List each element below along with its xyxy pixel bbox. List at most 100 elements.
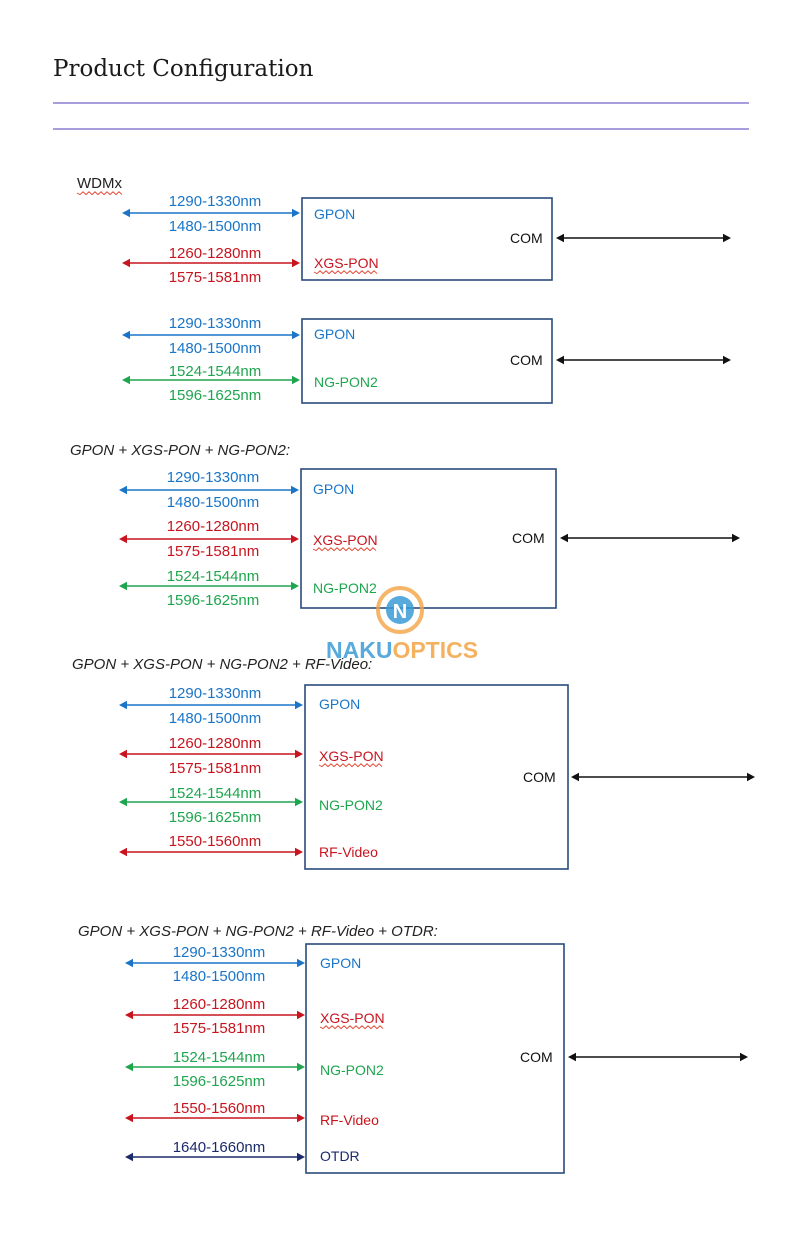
wavelength-label: 1480-1500nm xyxy=(169,340,262,357)
page-title: Product Configuration xyxy=(53,56,314,82)
wavelength-label: 1524-1544nm xyxy=(169,785,262,802)
wavelength-label: 1524-1544nm xyxy=(169,363,262,380)
arrow-head xyxy=(122,375,130,385)
wavelength-label: 1596-1625nm xyxy=(173,1073,266,1090)
arrow-head xyxy=(297,1010,305,1020)
port-arrow-otdr xyxy=(125,1152,305,1162)
port-label-ng-pon2: NG-PON2 xyxy=(314,374,378,390)
wavelength-label: 1575-1581nm xyxy=(169,269,262,286)
arrow-head xyxy=(556,355,564,365)
wavelength-label: 1575-1581nm xyxy=(167,543,260,560)
port-label-xgs-pon: XGS-PON xyxy=(314,255,379,271)
arrow-head xyxy=(125,1010,133,1020)
port-arrow-rf-video xyxy=(125,1113,305,1123)
spellcheck-underline xyxy=(312,547,377,552)
arrow-head xyxy=(560,533,568,543)
arrow-head xyxy=(125,1152,133,1162)
arrow-head xyxy=(556,233,564,243)
arrow-head xyxy=(292,208,300,218)
port-label-gpon: GPON xyxy=(314,206,355,222)
arrow-head xyxy=(119,485,127,495)
port-label-otdr: OTDR xyxy=(320,1148,360,1164)
com-port-label: COM xyxy=(520,1049,553,1065)
wavelength-label: 1480-1500nm xyxy=(173,968,266,985)
wavelength-label: 1596-1625nm xyxy=(169,809,262,826)
arrow-head xyxy=(119,534,127,544)
wavelength-label: 1480-1500nm xyxy=(169,218,262,235)
arrow-head xyxy=(291,485,299,495)
arrow-head xyxy=(119,700,127,710)
arrow-head xyxy=(297,1062,305,1072)
port-label-gpon: GPON xyxy=(313,481,354,497)
port-label-rf-video: RF-Video xyxy=(319,844,378,860)
port-arrow-gpon xyxy=(122,330,300,340)
arrow-head xyxy=(119,749,127,759)
port-arrow-gpon xyxy=(119,700,303,710)
arrow-head xyxy=(291,534,299,544)
arrow-head xyxy=(295,700,303,710)
arrow-head xyxy=(297,1152,305,1162)
port-arrow-ng-pon2 xyxy=(122,375,300,385)
wavelength-label: 1596-1625nm xyxy=(167,592,260,609)
com-arrow xyxy=(556,355,731,365)
arrow-head xyxy=(122,258,130,268)
port-arrow-ng-pon2 xyxy=(119,581,299,591)
wavelength-label: 1260-1280nm xyxy=(169,245,262,262)
section-label: GPON + XGS-PON + NG-PON2 + RF-Video + OT… xyxy=(78,923,438,940)
port-label-ng-pon2: NG-PON2 xyxy=(313,580,377,596)
port-arrow-xgs-pon xyxy=(119,749,303,759)
section-label: WDMx xyxy=(77,175,122,192)
port-label-xgs-pon: XGS-PON xyxy=(313,532,378,548)
header-divider-bottom xyxy=(53,128,749,130)
wavelength-label: 1290-1330nm xyxy=(169,685,262,702)
wavelength-label: 1480-1500nm xyxy=(169,710,262,727)
brand-left: NAKU xyxy=(326,637,392,663)
arrow-head xyxy=(295,797,303,807)
com-port-label: COM xyxy=(510,230,543,246)
com-arrow xyxy=(571,772,755,782)
com-arrow xyxy=(560,533,740,543)
port-label-gpon: GPON xyxy=(319,696,360,712)
arrow-head xyxy=(119,797,127,807)
wavelength-label: 1524-1544nm xyxy=(173,1049,266,1066)
port-arrow-xgs-pon xyxy=(125,1010,305,1020)
arrow-head xyxy=(125,1113,133,1123)
arrow-head xyxy=(740,1052,748,1062)
arrow-head xyxy=(747,772,755,782)
arrow-head xyxy=(125,1062,133,1072)
wavelength-label: 1290-1330nm xyxy=(167,469,260,486)
arrow-head xyxy=(119,847,127,857)
arrow-head xyxy=(571,772,579,782)
logo-ring-icon xyxy=(376,586,424,634)
port-label-ng-pon2: NG-PON2 xyxy=(320,1062,384,1078)
port-label-gpon: GPON xyxy=(320,955,361,971)
brand-right: OPTICS xyxy=(392,637,478,663)
port-arrow-gpon xyxy=(125,958,305,968)
port-arrow-xgs-pon xyxy=(122,258,300,268)
wavelength-label: 1290-1330nm xyxy=(169,315,262,332)
com-arrow xyxy=(556,233,731,243)
arrow-head xyxy=(732,533,740,543)
wdm-module-box xyxy=(301,318,553,404)
arrow-head xyxy=(297,958,305,968)
port-arrow-gpon xyxy=(119,485,299,495)
wavelength-label: 1524-1544nm xyxy=(167,568,260,585)
section-label: GPON + XGS-PON + NG-PON2 + RF-Video: xyxy=(72,656,372,673)
com-port-label: COM xyxy=(510,352,543,368)
wdm-module-box xyxy=(304,684,569,870)
wavelength-label: 1260-1280nm xyxy=(169,735,262,752)
wavelength-label: 1260-1280nm xyxy=(173,996,266,1013)
wdm-module-box xyxy=(301,197,553,281)
com-port-label: COM xyxy=(512,530,545,546)
arrow-head xyxy=(292,258,300,268)
port-arrow-ng-pon2 xyxy=(125,1062,305,1072)
header-divider-top xyxy=(53,102,749,104)
spellcheck-underline xyxy=(76,191,123,196)
arrow-head xyxy=(122,208,130,218)
wavelength-label: 1290-1330nm xyxy=(169,193,262,210)
spellcheck-underline xyxy=(319,1025,384,1030)
port-label-xgs-pon: XGS-PON xyxy=(319,748,384,764)
arrow-head xyxy=(292,330,300,340)
wavelength-label: 1550-1560nm xyxy=(173,1100,266,1117)
